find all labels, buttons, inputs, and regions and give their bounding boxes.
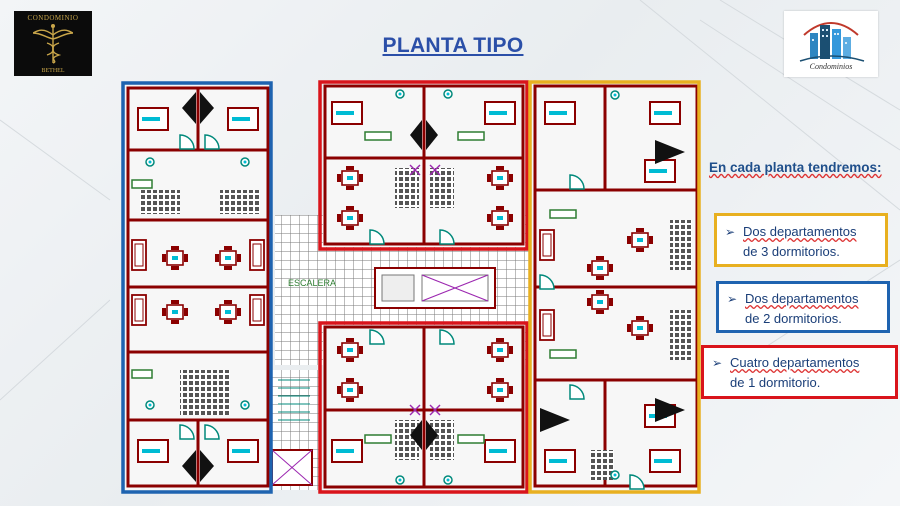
- condominios-logo: Condominios: [784, 11, 878, 77]
- legend-three-bedroom-line1: Dos departamentos: [743, 224, 857, 239]
- caduceus-icon: [33, 24, 73, 64]
- logo-right-text: Condominios: [809, 62, 853, 71]
- legend-three-bedroom: ➢ Dos departamentos de 3 dormitorios.: [714, 213, 888, 267]
- legend-one-bedroom: ➢ Cuatro departamentos de 1 dormitorio.: [701, 345, 898, 399]
- one-bedroom-units-bottom-outline: [318, 321, 529, 494]
- three-bedroom-units-outline: [528, 80, 701, 494]
- legend-three-bedroom-line2: de 3 dormitorios.: [743, 244, 840, 259]
- legend-one-bedroom-line2: de 1 dormitorio.: [730, 375, 821, 390]
- logo-left-line2: BETHEL: [41, 68, 65, 74]
- one-bedroom-units-top-outline: [318, 80, 529, 251]
- buildings-icon: [799, 22, 865, 62]
- floor-plan: ESCALERA: [121, 80, 701, 494]
- legend-one-bedroom-line1: Cuatro departamentos: [730, 355, 860, 370]
- legend-two-bedroom: ➢ Dos departamentos de 2 dormitorios.: [716, 281, 890, 333]
- arrow-bullet-icon: ➢: [725, 225, 736, 239]
- arrow-bullet-icon: ➢: [712, 356, 723, 370]
- two-bedroom-units-outline: [121, 81, 273, 494]
- page-title: PLANTA TIPO: [382, 34, 524, 57]
- legend-two-bedroom-line1: Dos departamentos: [745, 291, 859, 306]
- legend-two-bedroom-line2: de 2 dormitorios.: [745, 311, 842, 326]
- legend-heading: En cada planta tendremos:: [709, 160, 882, 175]
- stair-label: ESCALERA: [288, 278, 336, 288]
- condominio-logo: CONDOMINIO BETHEL: [14, 11, 92, 76]
- logo-left-line1: CONDOMINIO: [27, 14, 79, 22]
- arrow-bullet-icon: ➢: [727, 292, 738, 306]
